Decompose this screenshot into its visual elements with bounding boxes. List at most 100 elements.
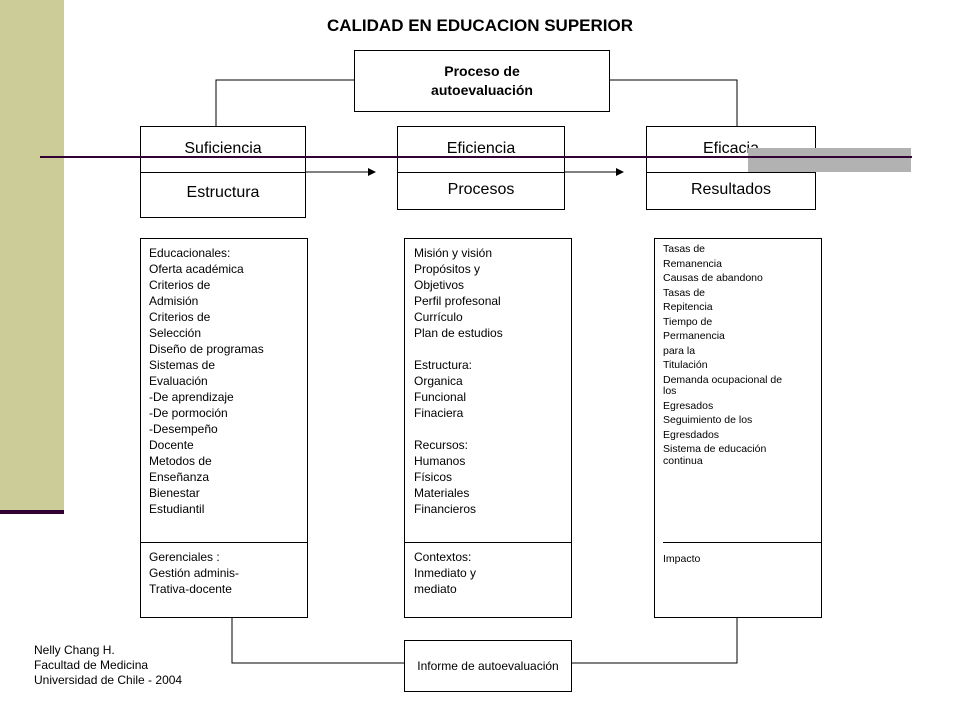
list-item: Estudiantil: [149, 502, 205, 516]
list-item: Tasas de: [663, 286, 706, 299]
report-label: Informe de autoevaluación: [417, 659, 559, 673]
list-item: Enseñanza: [149, 470, 210, 484]
list-item: Seguimiento de los: [663, 414, 753, 426]
panel1-lower: Gerenciales : Gestión adminis- Trativa-d…: [149, 549, 305, 597]
list-item: Currículo: [414, 310, 463, 324]
process-box: Proceso de autoevaluación: [354, 50, 610, 112]
list-spacer: [414, 341, 569, 357]
header-divider: [647, 172, 815, 173]
list-item: Gestión adminis-: [149, 566, 240, 580]
connector-report-left: [231, 616, 404, 664]
header-box-suficiencia: Suficiencia Estructura: [140, 126, 306, 218]
sidebar-decoration: [0, 0, 64, 510]
footer-university: Universidad de Chile - 2004: [34, 673, 183, 687]
list-item: Selección: [149, 326, 202, 340]
arrowhead-2: [616, 168, 624, 176]
list-item: Misión y visión: [414, 246, 493, 260]
list-item: Objetivos: [414, 278, 465, 292]
list-item: Financieros: [414, 502, 477, 516]
list-item: los: [663, 385, 677, 397]
connector-proc-left: [215, 79, 354, 126]
list-item: continua: [663, 454, 703, 467]
panel3-upper: Tasas de Remanencia Causas de abandono T…: [663, 243, 819, 467]
list-item: Criterios de: [149, 278, 211, 292]
list-item: Humanos: [414, 454, 466, 468]
report-box: Informe de autoevaluación: [404, 640, 572, 692]
sidebar-underline: [0, 510, 64, 514]
page-title: CALIDAD EN EDUCACION SUPERIOR: [326, 16, 634, 35]
list-item: mediato: [414, 582, 457, 596]
list-item: Sistema de educación: [663, 443, 767, 455]
list-item: Oferta académica: [149, 262, 244, 276]
panel2-upper: Misión y visión Propósitos y Objetivos P…: [414, 245, 569, 517]
list-item: Trativa-docente: [149, 582, 232, 596]
list-item: Impacto: [663, 553, 701, 565]
header-top-eficiencia: Eficiencia: [446, 140, 516, 157]
panel-divider: [663, 542, 821, 543]
panel-procesos: Misión y visión Propósitos y Objetivos P…: [404, 238, 572, 618]
footer-author: Nelly Chang H.: [34, 643, 115, 657]
list-item: -De pormoción: [149, 406, 228, 420]
list-item: Contextos:: [414, 550, 472, 564]
list-item: Egresados: [663, 399, 714, 412]
footer-faculty: Facultad de Medicina: [34, 658, 149, 672]
panel2-lower: Contextos: Inmediato y mediato: [414, 549, 569, 597]
panel-resultados: Tasas de Remanencia Causas de abandono T…: [654, 238, 822, 618]
list-item: Tiempo de: [663, 315, 713, 328]
list-item: Criterios de: [149, 310, 211, 324]
header-top-eficacia: Eficacia: [702, 140, 760, 157]
list-item: Sistemas de: [149, 358, 216, 372]
header-box-eficiencia: Eficiencia Procesos: [397, 126, 565, 210]
list-item: Causas de abandono: [663, 272, 763, 284]
list-item: Evaluación: [149, 374, 208, 388]
list-item: Repitencia: [663, 301, 713, 313]
list-item: Titulación: [663, 359, 708, 371]
list-item: Docente: [149, 438, 194, 452]
list-item: Materiales: [414, 486, 470, 500]
process-line2: autoevaluación: [431, 82, 533, 98]
list-item: Perfil profesonal: [414, 294, 501, 308]
list-item: Permanencia: [663, 330, 725, 342]
panel1-upper: Educacionales: Oferta académica Criterio…: [149, 245, 305, 517]
list-item: Funcional: [414, 390, 467, 404]
list-item: Tasas de: [663, 243, 706, 255]
list-item: Demanda ocupacional de: [663, 373, 783, 386]
accent-line: [40, 156, 912, 158]
header-bottom-resultados: Resultados: [690, 181, 772, 198]
list-item: Egresdados: [663, 428, 720, 441]
list-item: Recursos:: [414, 438, 469, 452]
list-item: Estructura:: [414, 358, 473, 372]
list-item: Metodos de: [149, 454, 212, 468]
header-divider: [398, 172, 564, 173]
list-item: Bienestar: [149, 486, 200, 500]
connector-report-right: [571, 616, 738, 664]
panel-divider: [141, 542, 307, 543]
list-item: Gerenciales :: [149, 550, 220, 564]
process-line1: Proceso de: [444, 63, 520, 79]
header-top-suficiencia: Suficiencia: [184, 140, 262, 157]
list-item: -De aprendizaje: [149, 390, 234, 404]
connector-proc-right: [610, 79, 738, 126]
list-item: Remanencia: [663, 257, 722, 270]
footer-credits: Nelly Chang H. Facultad de Medicina Univ…: [34, 643, 182, 688]
panel-divider: [405, 542, 571, 543]
list-spacer: [414, 421, 569, 437]
list-item: Admisión: [149, 294, 199, 308]
list-item: Inmediato y: [414, 566, 477, 580]
gray-accent-bar: [748, 148, 911, 172]
list-item: Educacionales:: [149, 246, 231, 260]
list-item: Propósitos y: [414, 262, 481, 276]
panel3-lower: Impacto: [663, 553, 819, 566]
header-bottom-estructura: Estructura: [186, 184, 260, 201]
list-item: Plan de estudios: [414, 326, 503, 340]
list-item: Físicos: [414, 470, 453, 484]
list-item: para la: [663, 344, 696, 357]
header-bottom-procesos: Procesos: [447, 181, 515, 198]
list-item: Organica: [414, 374, 463, 388]
panel-estructura: Educacionales: Oferta académica Criterio…: [140, 238, 308, 618]
list-item: Diseño de programas: [149, 342, 264, 356]
arrowhead-1: [368, 168, 376, 176]
list-item: -Desempeño: [149, 422, 218, 436]
list-item: Finaciera: [414, 406, 464, 420]
